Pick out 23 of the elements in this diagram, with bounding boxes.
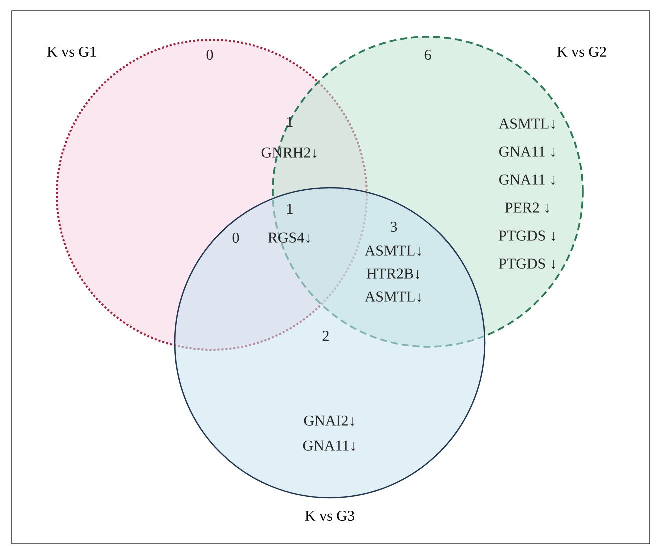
region-label: ASMTL↓ <box>364 246 422 256</box>
region-label: 2 <box>322 331 329 341</box>
region-label: 6 <box>424 50 432 60</box>
set-label: K vs G2 <box>557 46 606 58</box>
region-label: 1 <box>288 204 293 214</box>
region-label: PER2 ↓ <box>505 202 550 214</box>
region-label: RGS4↓ <box>268 232 310 244</box>
region-label: GNA11 ↓ <box>500 174 556 186</box>
region-label: 0 <box>232 232 240 244</box>
region-label: HTR2B↓ <box>366 268 420 280</box>
region-label: GNAI2↓ <box>304 416 354 426</box>
set-label: K vs G1 <box>47 46 96 58</box>
region-label: 3 <box>390 222 398 232</box>
region-label: GNA11↓ <box>303 440 356 452</box>
region-label: PTGDS ↓ <box>499 230 556 242</box>
set-label: K vs G3 <box>305 510 354 522</box>
region-label: ASMTL↓ <box>364 292 422 302</box>
region-label: GNA11 ↓ <box>500 146 556 158</box>
region-label: ASMTL↓ <box>498 118 556 130</box>
region-label: 0 <box>206 50 214 60</box>
region-label: PTGDS ↓ <box>499 258 556 270</box>
region-label: 1 <box>288 117 293 127</box>
region-label: GNRH2↓ <box>262 148 317 158</box>
